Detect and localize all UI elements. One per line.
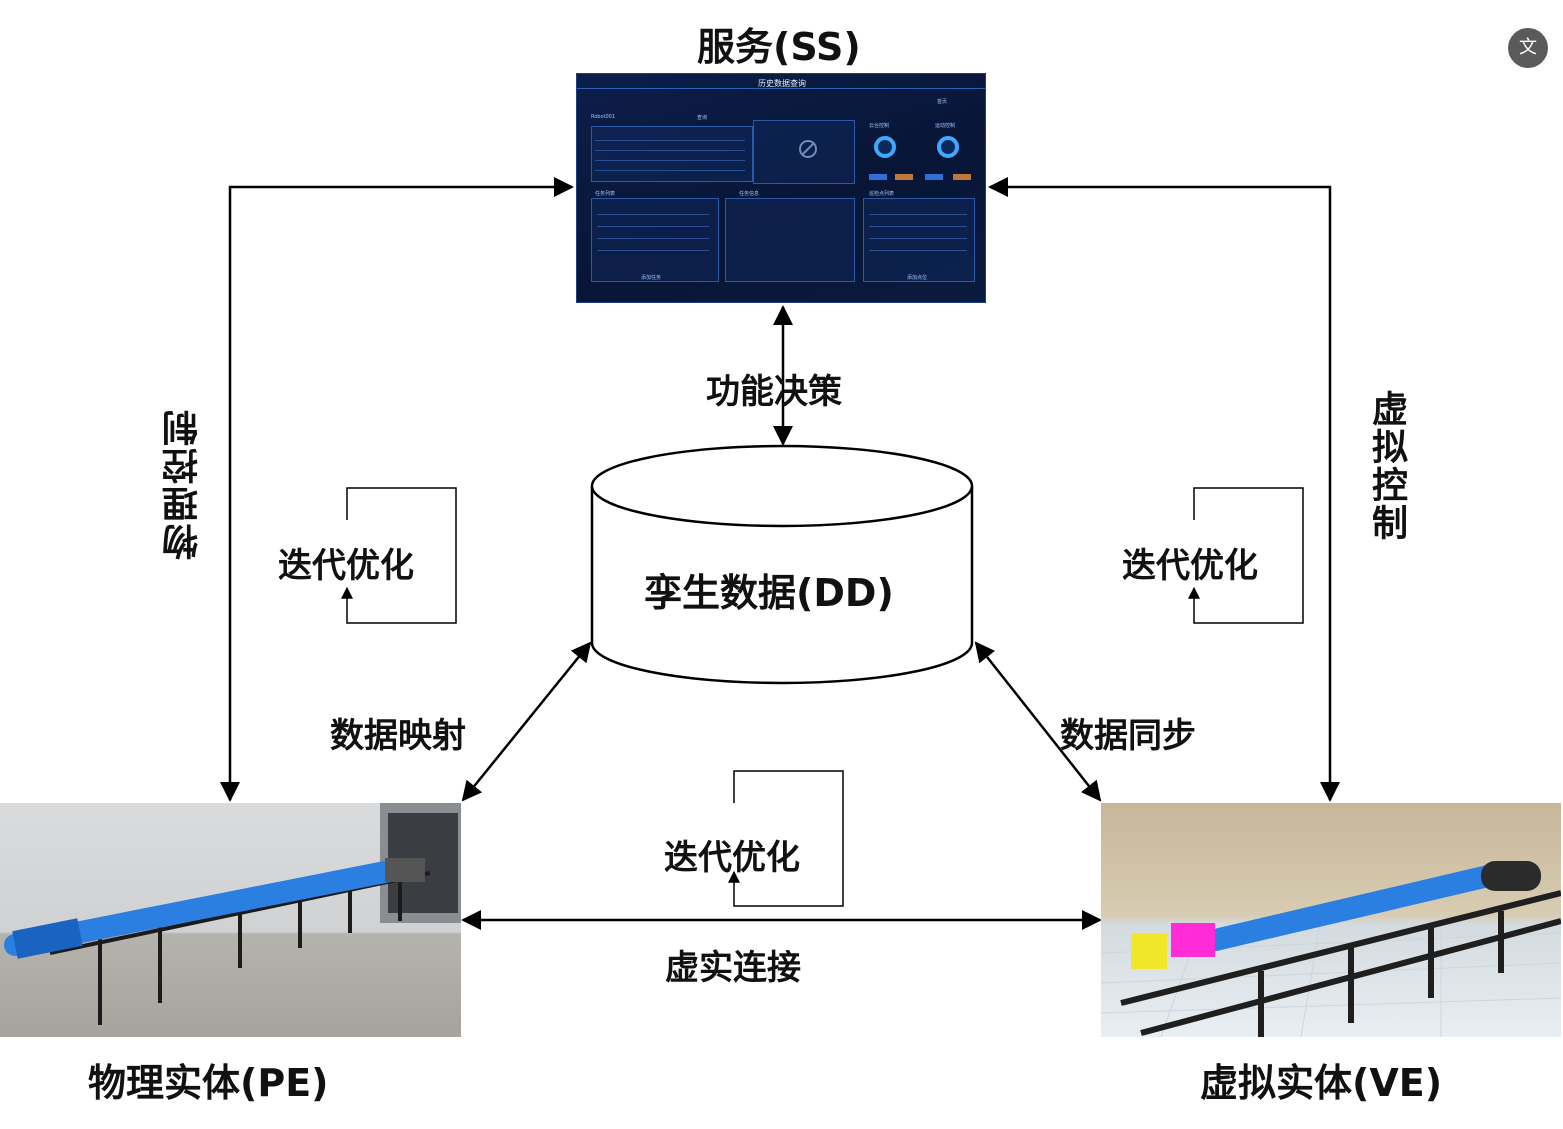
ss-no-video-icon [799,140,817,158]
label-iterate-right: 迭代优化 [1122,546,1258,586]
arrow-data-sync [974,641,1102,802]
physical-rig-drawing [4,803,461,1025]
label-data-mapping: 数据映射 [330,716,466,756]
ss-search-value[interactable]: Robot001 [591,114,616,120]
label-physical-control: 物理控制 [163,408,204,560]
twin-data-cylinder [590,444,974,685]
ss-query[interactable]: 查询 [697,115,708,121]
physical-entity-photo [0,803,461,1037]
label-physical-entity: 物理实体(PE) [88,1061,329,1105]
ss-ptz: 云台控制 [869,123,890,129]
ss-table-panel [591,126,753,182]
ss-task-info: 任务信息 [739,191,760,197]
ss-add-point[interactable]: 添加点位 [907,275,928,281]
label-function-decision: 功能决策 [706,372,842,412]
label-data-sync: 数据同步 [1060,716,1196,756]
label-service: 服务(SS) [697,25,861,69]
arrow-data-mapping [461,641,592,802]
loop-right [1188,487,1304,624]
label-virtual-real-connection: 虚实连接 [665,948,801,988]
label-virtual-entity: 虚拟实体(VE) [1200,1061,1443,1105]
loop-left [341,487,457,624]
label-iterate-left: 迭代优化 [278,546,414,586]
ss-add-task[interactable]: 添加任务 [641,275,662,281]
ss-patrol: 巡检点列表 [869,191,895,197]
virtual-rig-drawing [1101,861,1561,1037]
ss-title: 历史数据查询 [758,79,806,88]
label-twin-data: 孪生数据(DD) [644,571,894,615]
ss-ptz-knob[interactable] [874,136,896,158]
ss-home[interactable]: 首页 [937,99,948,105]
loop-bottom [728,770,844,907]
ss-motion-knob[interactable] [937,136,959,158]
ss-task-list: 任务列表 [595,191,616,197]
service-ui-screenshot: 历史数据查询 首页 Robot001 查询 云台控制 运动控制 任务列表 任务信… [576,73,986,303]
arrow-virtual-control [988,177,1340,802]
ss-motion: 运动控制 [935,123,956,129]
label-virtual-control: 虚拟控制 [1366,390,1407,542]
arrow-physical-control [220,177,574,802]
virtual-entity-render [1101,803,1561,1037]
label-iterate-bottom: 迭代优化 [664,838,800,878]
translate-icon[interactable]: 文 [1508,28,1548,68]
